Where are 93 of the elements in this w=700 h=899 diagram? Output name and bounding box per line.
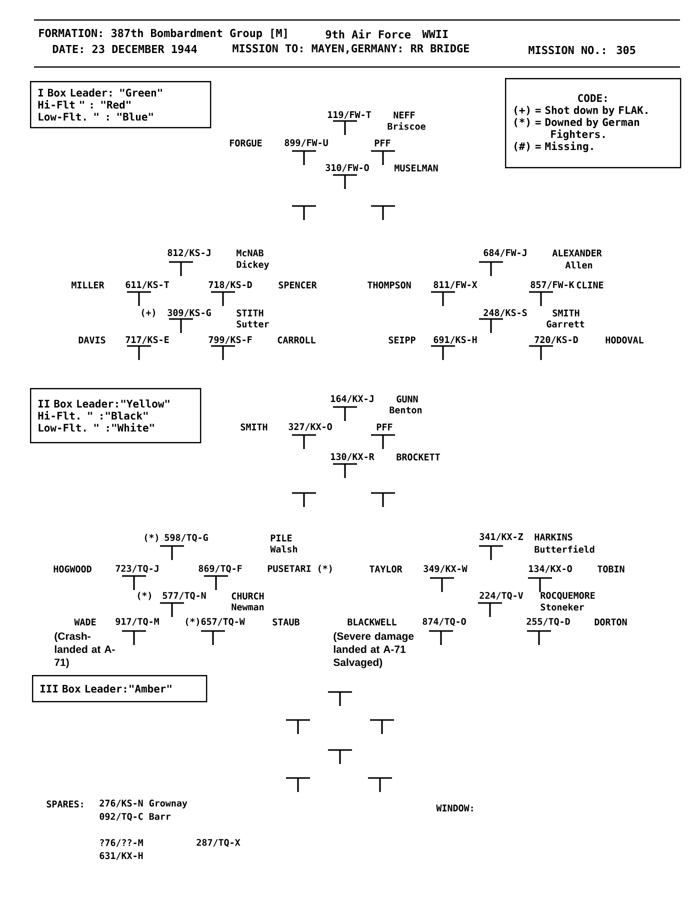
aircraft-number: (*)657/TQ-W	[186, 618, 245, 626]
crew-name: SEIPP	[388, 336, 416, 344]
aircraft-number: 869/TQ-F	[198, 564, 242, 574]
aircraft-number: 349/KX-W	[424, 565, 468, 573]
aircraft-number: 611/KS-T	[126, 281, 169, 289]
legend-box: III Box Leader:"Amber"	[32, 675, 208, 702]
aircraft-number: 917/TQ-M	[116, 618, 159, 626]
header-text: FORMATION: 387th Bombardment Group [M]	[39, 28, 287, 40]
crew-name: PILE	[270, 534, 292, 542]
crew-name: WADE	[74, 618, 96, 626]
crew-name: Newman	[232, 604, 264, 610]
aircraft-number: 812/KS-J	[168, 249, 210, 257]
crew-name: BLACKWELL	[348, 618, 396, 626]
crew-name: PFF	[374, 140, 390, 146]
aircraft-number: 276/KS-N Grownay	[100, 800, 188, 808]
crew-name: HARKINS	[534, 534, 572, 540]
crew-name: STAUB	[272, 618, 300, 626]
crew-name: TOBIN	[598, 566, 624, 572]
aircraft-number: 577/TQ-N	[162, 592, 206, 600]
crew-name: CARROLL	[278, 336, 316, 344]
aircraft-number: 718/KS-D	[208, 281, 252, 289]
aircraft-number: 224/TQ-V	[480, 592, 524, 600]
aircraft-number: 164/KX-J	[331, 395, 374, 403]
crew-name: SMITH	[240, 424, 268, 430]
crew-name: DORTON	[594, 618, 627, 626]
crew-name: ALEXANDER	[552, 250, 602, 256]
status-symbol: (*)	[138, 592, 152, 600]
crew-name: SMITH	[552, 310, 580, 316]
crew-name: Stoneker	[540, 603, 584, 611]
legend-box: CODE: (+) = Shot down by FLAK. (*) = Downed by German Fighters. (#) = Missing.	[505, 78, 682, 168]
crew-name: Sutter	[236, 320, 269, 328]
aircraft-number: 811/FW-X	[434, 281, 478, 289]
aircraft-number: 684/FW-J	[484, 249, 526, 257]
aircraft-number: 248/KS-S	[484, 309, 527, 317]
header-text: MISSION TO: MAYEN,GERMANY: RR BRIDGE	[232, 44, 469, 54]
crew-name: HODOVAL	[606, 336, 644, 344]
crew-name: Briscoe	[388, 122, 426, 130]
aircraft-number: 717/KS-E	[126, 336, 169, 344]
crew-name: WINDOW:	[436, 804, 473, 812]
crew-name: McNAB	[236, 250, 264, 256]
note-text: (Severe damage landed at A-71 Salvaged)	[334, 632, 414, 668]
aircraft-number: 309/KS-G	[168, 309, 211, 317]
crew-name: SPARES:	[46, 800, 83, 808]
header-text: MISSION NO.: 305	[528, 46, 636, 54]
crew-name: STITH	[236, 310, 264, 316]
aircraft-number: 723/TQ-J	[116, 564, 158, 574]
status-symbol: (+)	[142, 308, 156, 318]
aircraft-number: 691/KS-H	[434, 336, 477, 344]
crew-name: GUNN	[396, 396, 418, 402]
aircraft-number: 092/TQ-C Barr	[100, 812, 171, 822]
aircraft-number: 874/TQ-O	[422, 618, 466, 626]
crew-name: Dickey	[236, 260, 270, 270]
header-text: 9th Air Force	[326, 29, 410, 39]
aircraft-number: ?76/??-M	[100, 839, 143, 847]
aircraft-number: 857/FW-K	[530, 281, 574, 289]
crew-name: Benton	[390, 406, 422, 414]
crew-name: Allen	[565, 261, 592, 269]
crew-name: MILLER	[72, 282, 104, 288]
crew-name: NEFF	[394, 112, 415, 118]
crew-name: Butterfield	[534, 545, 594, 553]
legend-box: II Box Leader:"Yellow" Hi-Flt. " :"Black" Low-Flt. " :"White"	[30, 388, 202, 444]
crew-name: THOMPSON	[368, 282, 411, 288]
aircraft-number: 134/KX-O	[529, 565, 572, 573]
crew-name: TAYLOR	[370, 566, 402, 572]
crew-name: MUSELMAN	[394, 164, 438, 172]
crew-name: FORGUE	[230, 140, 262, 146]
crew-name: ROCQUEMORE	[540, 592, 595, 600]
aircraft-number: 119/FW-T	[328, 111, 371, 119]
aircraft-number: 631/KX-H	[100, 852, 143, 860]
crew-name: SPENCER	[278, 282, 317, 288]
header-text: WWII	[422, 30, 448, 38]
aircraft-number: 799/KS-F	[208, 336, 252, 344]
aircraft-number: 327/KX-O	[288, 423, 332, 431]
crew-name: Walsh	[270, 545, 298, 553]
aircraft-number: 720/KS-D	[534, 336, 578, 344]
aircraft-number: 310/FW-O	[326, 164, 369, 172]
aircraft-number: 341/KX-Z	[480, 533, 524, 541]
crew-name: HOGWOOD	[54, 566, 92, 572]
aircraft-number: 899/FW-U	[284, 139, 328, 147]
crew-name: CLINE	[576, 282, 604, 288]
crew-name: DAVIS	[78, 336, 106, 344]
crew-name: PUSETARI (*)	[268, 564, 332, 574]
crew-name: PFF	[376, 424, 392, 430]
status-symbol: (*)	[144, 534, 158, 542]
crew-name: BROCKETT	[396, 454, 440, 460]
aircraft-number: 287/TQ-X	[196, 838, 240, 848]
header-text: DATE: 23 DECEMBER 1944	[52, 44, 197, 54]
aircraft-number: 598/TQ-G	[164, 534, 208, 542]
aircraft-number: 130/KX-R	[331, 453, 374, 461]
crew-name: CHURCH	[232, 592, 264, 600]
aircraft-number: 255/TQ-D	[526, 618, 570, 626]
legend-box: I Box Leader: "Green" Hi-Flt " : "Red" Low-Flt. " : "Blue"	[30, 81, 212, 128]
crew-name: Garrett	[546, 320, 584, 328]
